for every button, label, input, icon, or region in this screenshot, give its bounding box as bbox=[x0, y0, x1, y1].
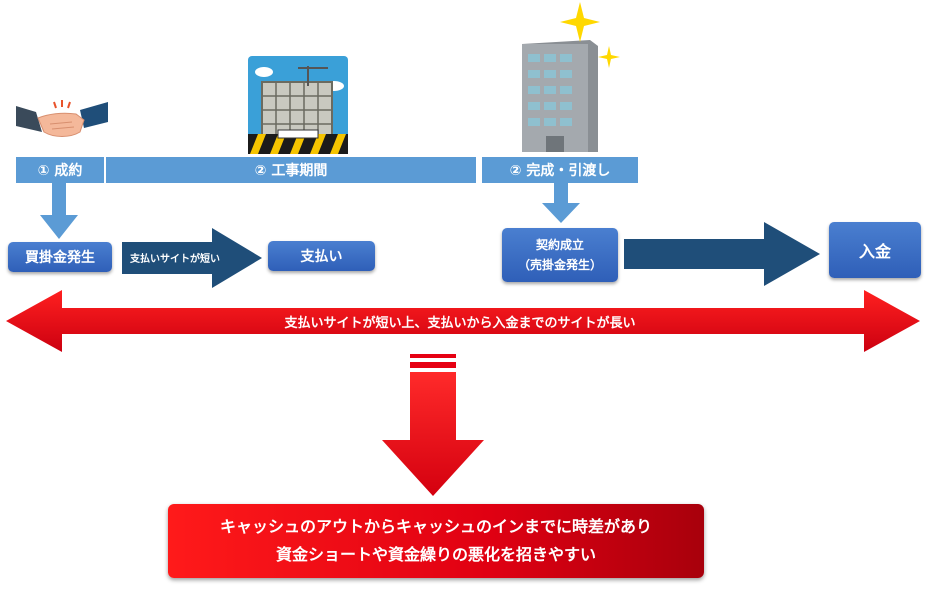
purchase-payable-label: 買掛金発生 bbox=[25, 250, 95, 266]
step-contract-label: ① 成約 bbox=[37, 163, 83, 179]
payment-site-label: 支払いサイトが短い bbox=[130, 253, 220, 265]
contract-formed-box: 契約成立 （売掛金発生） bbox=[502, 228, 618, 282]
step-construction-label: ② 工事期間 bbox=[254, 163, 328, 179]
down-arrow-contract bbox=[40, 183, 78, 239]
step-construction-bar: ② 工事期間 bbox=[106, 157, 476, 183]
receipt-label: 入金 bbox=[858, 242, 891, 261]
handshake-icon bbox=[16, 100, 108, 137]
receipt-arrow bbox=[624, 222, 820, 286]
payment-box: 支払い bbox=[268, 241, 375, 271]
sparkle-icon bbox=[560, 2, 600, 42]
payment-site-arrow bbox=[122, 228, 262, 288]
construction-site-icon bbox=[248, 56, 348, 154]
banner-text: 支払いサイトが短い上、支払いから入金までのサイトが長い bbox=[284, 315, 636, 331]
sparkle-icon bbox=[598, 46, 620, 68]
contract-formed-label: 契約成立 bbox=[535, 238, 584, 252]
conclusion-box: キャッシュのアウトからキャッシュのインまでに時差があり 資金ショートや資金繰りの… bbox=[168, 504, 704, 578]
step-completion-bar: ② 完成・引渡し bbox=[482, 157, 638, 183]
down-arrow-completion bbox=[542, 183, 580, 223]
conclusion-line1: キャッシュのアウトからキャッシュのインまでに時差があり bbox=[219, 517, 652, 536]
receipt-box: 入金 bbox=[829, 222, 921, 278]
conclusion-line2: 資金ショートや資金繰りの悪化を招きやすい bbox=[275, 545, 596, 564]
big-down-arrow bbox=[382, 354, 484, 496]
step-contract-bar: ① 成約 bbox=[16, 157, 104, 183]
payment-label: 支払い bbox=[300, 249, 343, 265]
step-completion-label: ② 完成・引渡し bbox=[509, 163, 611, 179]
completed-building-icon bbox=[522, 40, 598, 152]
purchase-payable-box: 買掛金発生 bbox=[8, 242, 112, 272]
receivable-label: （売掛金発生） bbox=[517, 258, 602, 272]
double-arrow-banner bbox=[6, 290, 920, 352]
